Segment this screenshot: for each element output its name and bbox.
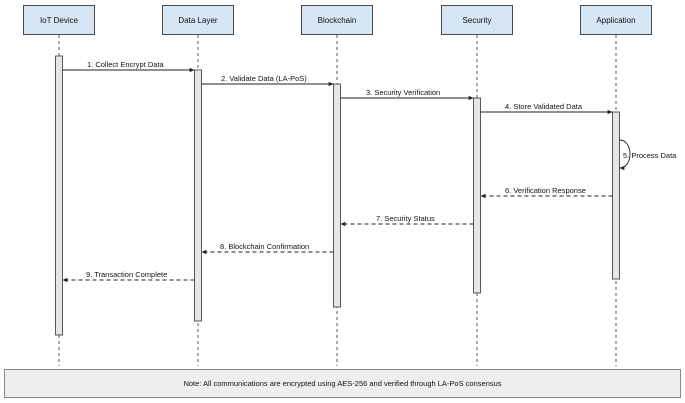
participant-label: Application — [596, 15, 636, 25]
participant-application: Application — [580, 5, 652, 35]
participant-label: Security — [462, 15, 492, 25]
participant-data-layer: Data Layer — [162, 5, 234, 35]
message-label: 8. Blockchain Confirmation — [220, 242, 310, 251]
message-label: 4. Store Validated Data — [505, 102, 582, 111]
participant-security: Security — [441, 5, 513, 35]
note-text: Note: All communications are encrypted u… — [183, 379, 502, 388]
message-label: 7. Security Status — [376, 214, 435, 223]
activation-bar-blockchain — [333, 83, 341, 308]
message-label: 6. Verification Response — [505, 186, 586, 195]
activation-bar-data-layer — [194, 69, 202, 322]
activation-bar-security — [473, 97, 481, 294]
participant-label: Blockchain — [317, 15, 357, 25]
activation-bar-application — [612, 111, 620, 280]
message-arrow-self — [619, 139, 631, 171]
message-label: 1. Collect Encrypt Data — [87, 60, 164, 69]
participant-label: Data Layer — [178, 15, 218, 25]
participant-label: IoT Device — [39, 15, 79, 25]
message-label: 3. Security Verification — [366, 88, 441, 97]
note-box: Note: All communications are encrypted u… — [4, 369, 681, 398]
message-label: 5. Process Data — [623, 151, 677, 160]
message-label: 2. Validate Data (LA-PoS) — [221, 74, 307, 83]
participant-blockchain: Blockchain — [301, 5, 373, 35]
participant-iot-device: IoT Device — [23, 5, 95, 35]
message-label: 9. Transaction Complete — [86, 270, 168, 279]
activation-bar-iot-device — [55, 55, 63, 336]
